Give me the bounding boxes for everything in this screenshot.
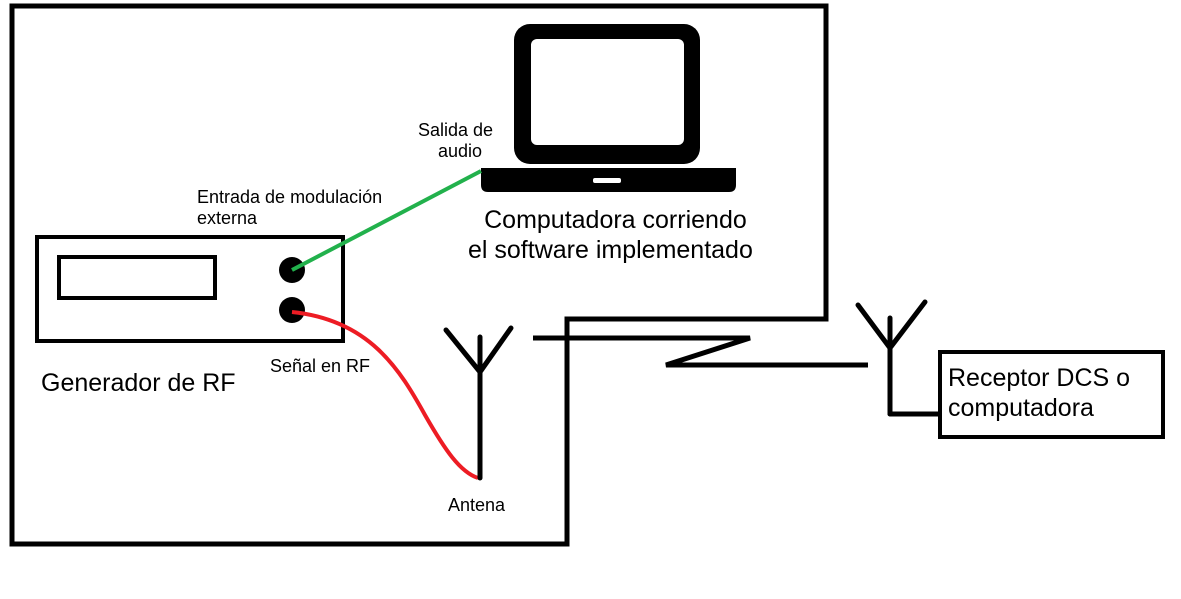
- rf-generator-display: [57, 255, 217, 300]
- audio-output-label: Salida de audio: [418, 120, 493, 162]
- audio-output-label-line2: audio: [438, 141, 483, 161]
- receiver-label-line2: computadora: [948, 394, 1094, 422]
- computer-label-line2: el software implementado: [468, 236, 753, 264]
- audio-cable: [291, 169, 482, 272]
- rf-output-jack: [279, 297, 305, 323]
- laptop-display: [531, 39, 684, 145]
- modulation-input-label-line1: Entrada de modulación: [197, 187, 383, 207]
- enclosure-outline: [9, 3, 829, 547]
- rf-cable: [291, 310, 479, 480]
- audio-output-label-line1: Salida de: [418, 120, 494, 140]
- receiver-label: Receptor DCS o computadora: [948, 363, 1130, 423]
- computer-label: Computadora corriendo el software implem…: [468, 205, 753, 265]
- modulation-input-label: Entrada de modulación externa: [197, 187, 382, 229]
- rf-generator-device: [35, 235, 345, 343]
- transmit-antenna-icon: [443, 325, 514, 481]
- receiver-label-line1: Receptor DCS o: [948, 364, 1131, 392]
- computer-label-line1: Computadora corriendo: [484, 206, 747, 234]
- rf-signal-label: Señal en RF: [270, 356, 371, 376]
- rf-generator-body: [35, 235, 345, 343]
- rf-generator-label: Generador de RF: [41, 369, 236, 397]
- receive-antenna-icon: [855, 299, 942, 417]
- antenna-label: Antena: [448, 495, 506, 515]
- modulation-input-label-line2: externa: [197, 208, 258, 228]
- laptop-icon: [481, 24, 736, 192]
- laptop-touchpad: [593, 178, 621, 183]
- lightning-icon: [533, 335, 868, 368]
- receiver-box: [938, 350, 1165, 439]
